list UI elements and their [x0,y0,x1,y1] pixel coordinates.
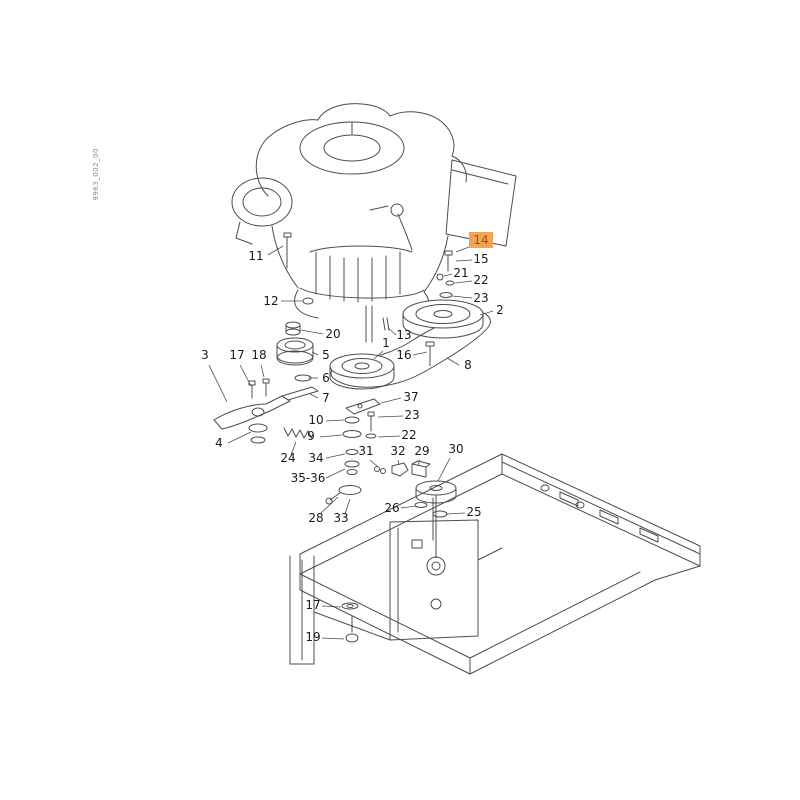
part-label-12[interactable]: 12 [263,294,278,308]
leader-line-21 [443,273,453,277]
leader-line-17 [321,605,342,608]
part-label-34[interactable]: 34 [308,451,323,465]
leader-line-17 [239,364,252,387]
leader-line-1 [373,350,384,360]
part-label-23[interactable]: 23 [473,291,488,305]
leader-line-34 [325,453,346,459]
leader-line-18 [260,364,265,378]
leader-line-23 [377,415,404,418]
part-label-26[interactable]: 26 [384,501,399,515]
part-label-1[interactable]: 1 [382,336,390,350]
leader-line-15 [455,259,473,262]
part-label-22[interactable]: 22 [473,273,488,287]
leader-line-13 [387,327,397,336]
part-label-32[interactable]: 32 [390,444,405,458]
part-label-2[interactable]: 2 [496,303,504,317]
part-label-33[interactable]: 33 [333,511,348,525]
leader-line-29 [417,459,421,466]
part-label-8[interactable]: 8 [464,358,472,372]
leader-line-37 [380,397,402,404]
part-label-13[interactable]: 13 [396,328,411,342]
part-label-31[interactable]: 31 [358,444,373,458]
leader-line-35-36 [325,468,346,479]
leader-line-11 [267,245,284,256]
part-label-20[interactable]: 20 [325,327,340,341]
leader-line-2 [479,310,494,316]
part-label-17[interactable]: 17 [229,348,244,362]
part-label-11[interactable]: 11 [248,249,263,263]
part-label-25[interactable]: 25 [466,505,481,519]
part-label-10[interactable]: 10 [308,413,323,427]
part-label-29[interactable]: 29 [414,444,429,458]
leader-line-8 [446,357,460,366]
leader-line-4 [227,431,252,444]
part-label-21[interactable]: 21 [453,266,468,280]
part-label-24[interactable]: 24 [280,451,295,465]
leader-line-25 [445,512,466,515]
engine-assembly-art [213,103,701,675]
part-label-19[interactable]: 19 [305,630,320,644]
leader-line-20 [300,329,324,335]
part-label-35-36[interactable]: 35-36 [291,471,326,485]
part-label-15[interactable]: 15 [473,252,488,266]
part-label-18[interactable]: 18 [251,348,266,362]
part-label-30[interactable]: 30 [448,442,463,456]
leader-line-22 [377,435,401,438]
leader-line-9 [319,434,343,438]
part-label-6[interactable]: 6 [322,371,330,385]
leader-line-24 [290,441,297,456]
part-label-7[interactable]: 7 [322,391,330,405]
leader-line-23 [451,295,473,299]
leader-line-14 [455,246,470,253]
part-label-5[interactable]: 5 [322,348,330,362]
part-label-37[interactable]: 37 [403,390,418,404]
part-label-28[interactable]: 28 [308,511,323,525]
leader-line-22 [454,280,473,284]
part-label-22[interactable]: 22 [401,428,416,442]
part-label-23[interactable]: 23 [404,408,419,422]
leader-line-32 [397,459,400,466]
leader-line-28 [319,496,339,515]
part-label-16[interactable]: 16 [396,348,411,362]
leader-line-30 [437,457,451,482]
leader-line-10 [325,419,345,422]
part-label-9[interactable]: 9 [307,429,315,443]
leader-line-31 [369,459,378,467]
leader-line-16 [412,351,428,356]
part-label-14[interactable]: 14 [473,233,488,247]
part-label-17[interactable]: 17 [305,598,320,612]
part-label-4[interactable]: 4 [215,436,223,450]
highlight-box-14 [469,232,493,248]
leader-line-19 [321,637,345,640]
leader-line-3 [208,364,228,403]
part-label-3[interactable]: 3 [201,348,209,362]
leader-line-5 [311,351,319,356]
leader-line-26 [400,505,417,509]
leader-line-7 [309,393,319,399]
leader-line-33 [344,498,351,515]
